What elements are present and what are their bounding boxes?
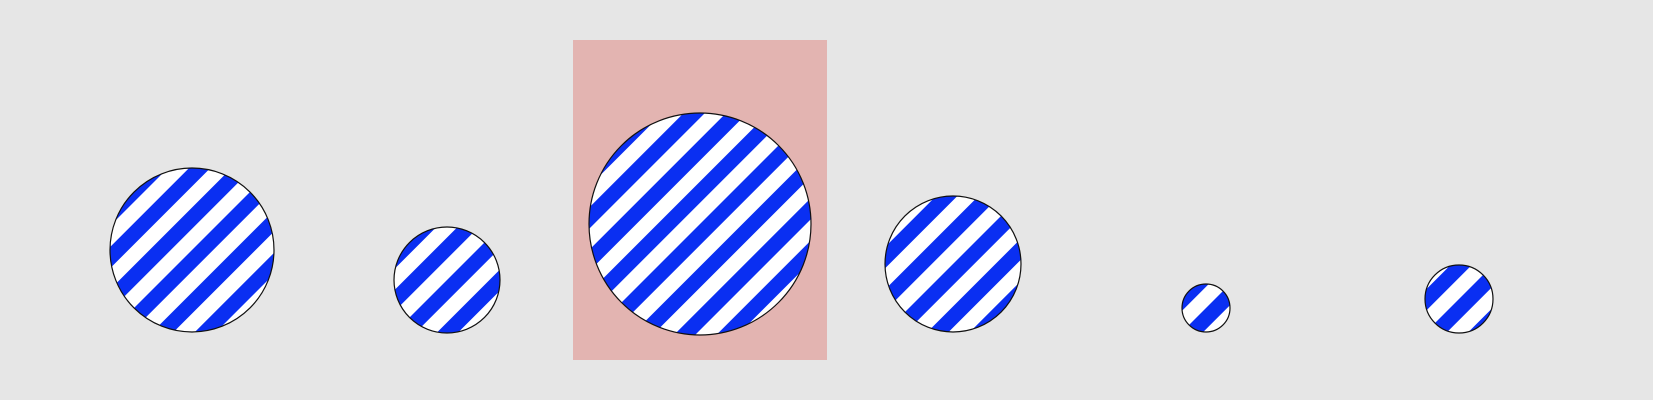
striped-circle-6 — [1424, 264, 1494, 334]
striped-circle-3 — [588, 112, 812, 336]
striped-circle-4 — [884, 195, 1022, 333]
striped-circle-5 — [1181, 283, 1231, 333]
circles-layer — [109, 112, 1494, 336]
striped-circle-1 — [109, 167, 275, 333]
striped-circle-2 — [393, 226, 501, 334]
